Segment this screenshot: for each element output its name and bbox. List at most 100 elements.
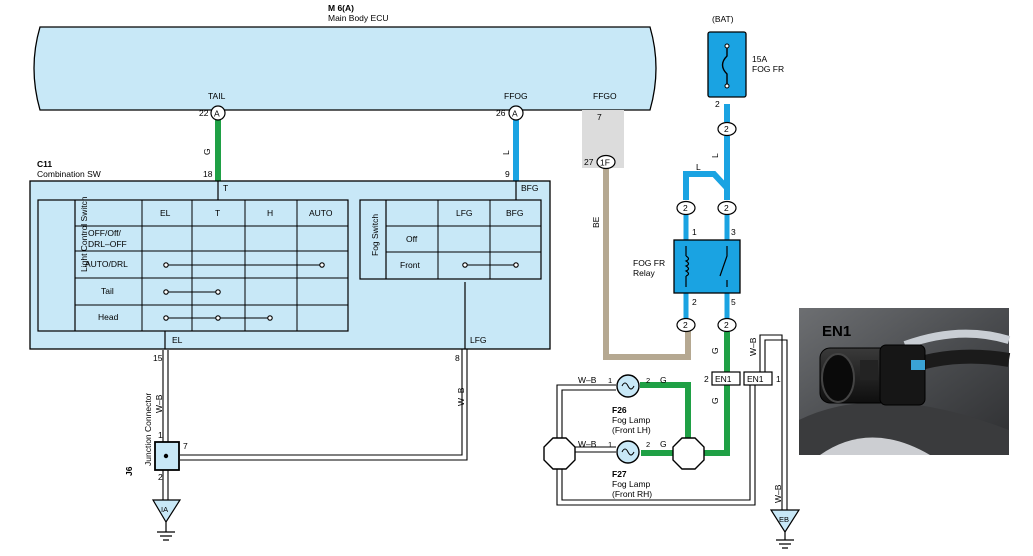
combo-sw-id: C11: [37, 159, 52, 169]
svg-text:L: L: [710, 153, 720, 158]
svg-text:F26: F26: [612, 405, 627, 415]
svg-text:Relay: Relay: [633, 268, 655, 278]
svg-text:G: G: [710, 347, 720, 354]
svg-text:W–B: W–B: [154, 394, 164, 413]
photo-label: EN1: [822, 323, 851, 340]
wire-g-lamp-lh: [640, 382, 691, 440]
svg-text:BFG: BFG: [521, 183, 538, 193]
svg-text:Off: Off: [406, 234, 418, 244]
svg-text:1: 1: [608, 440, 612, 449]
svg-text:1F: 1F: [600, 158, 610, 168]
svg-text:T: T: [223, 183, 228, 193]
svg-text:AUTO: AUTO: [309, 208, 333, 218]
wire-be-tan: [603, 168, 691, 360]
ecu-name: Main Body ECU: [328, 13, 388, 23]
ground-ia: IA: [151, 499, 182, 541]
svg-text:Fog Lamp: Fog Lamp: [612, 479, 651, 489]
svg-text:EN1: EN1: [747, 374, 764, 384]
svg-text:1: 1: [692, 227, 697, 237]
fog-switch-table: Fog Switch LFG BFG Off Front: [359, 199, 542, 280]
svg-text:W–B: W–B: [748, 337, 758, 356]
fuse-fog-fr: (BAT) 15A FOG FR 2: [707, 14, 784, 109]
svg-text:EB: EB: [779, 515, 789, 524]
svg-text:5: 5: [731, 297, 736, 307]
svg-text:A: A: [214, 109, 220, 119]
svg-text:27: 27: [584, 157, 594, 167]
wire-l-relay1: [683, 171, 730, 200]
svg-text:BFG: BFG: [506, 208, 523, 218]
svg-text:G: G: [660, 375, 667, 385]
wire-tail-green: [215, 120, 221, 182]
light-control-switch-table: Light Control Switch EL T H AUTO OFF/Off…: [37, 196, 349, 332]
svg-text:Fog Lamp: Fog Lamp: [612, 415, 651, 425]
svg-text:2: 2: [646, 376, 650, 385]
combo-sw-name: Combination SW: [37, 169, 101, 179]
svg-text:G: G: [660, 439, 667, 449]
svg-text:BE: BE: [591, 216, 601, 228]
combination-switch: C11 Combination SW 18 T 9 BFG 15 EL 8 LF…: [29, 159, 551, 363]
svg-text:2: 2: [715, 99, 720, 109]
svg-text:2: 2: [158, 472, 163, 482]
svg-text:DRL–OFF: DRL–OFF: [88, 239, 127, 249]
junction-connector-j6: 1 2 7 J6 Junction Connector W–B: [124, 393, 188, 482]
svg-text:7: 7: [183, 441, 188, 451]
svg-text:Light Control Switch: Light Control Switch: [79, 196, 89, 272]
relay-connectors: [676, 121, 737, 333]
svg-text:15: 15: [153, 353, 163, 363]
svg-text:9: 9: [505, 169, 510, 179]
svg-text:W–B: W–B: [456, 387, 466, 406]
ecu-connector-pins: A 22 A 26 7 1F 27: [199, 105, 616, 170]
svg-text:2: 2: [692, 297, 697, 307]
svg-text:W–B: W–B: [578, 439, 597, 449]
wire-g-en1-lamps: [703, 385, 730, 456]
svg-text:1: 1: [158, 430, 163, 440]
svg-text:2: 2: [646, 440, 650, 449]
svg-text:L: L: [501, 150, 511, 155]
svg-text:AUTO/DRL: AUTO/DRL: [85, 259, 128, 269]
svg-text:Head: Head: [98, 312, 119, 322]
en1-connectors: EN1 EN1 2 1: [704, 371, 781, 386]
svg-text:W–B: W–B: [773, 484, 783, 503]
ecu-pin-ffog-label: FFOG: [504, 91, 528, 101]
svg-text:8: 8: [455, 353, 460, 363]
svg-text:26: 26: [496, 108, 506, 118]
fog-lamp-lh: W–B 1 2 G F26 Fog Lamp (Front LH): [578, 374, 667, 435]
svg-text:2: 2: [724, 203, 729, 213]
svg-text:3: 3: [731, 227, 736, 237]
svg-text:15A: 15A: [752, 54, 767, 64]
svg-text:Fog Switch: Fog Switch: [370, 214, 380, 256]
svg-text:EL: EL: [160, 208, 171, 218]
fog-lamp-rh: W–B 1 2 G F27 Fog Lamp (Front RH): [578, 439, 667, 499]
svg-text:1: 1: [776, 374, 781, 384]
svg-text:18: 18: [203, 169, 213, 179]
wire-ffog-blue: [513, 120, 519, 182]
svg-text:2: 2: [683, 320, 688, 330]
svg-text:EN1: EN1: [715, 374, 732, 384]
svg-text:(Front RH): (Front RH): [612, 489, 652, 499]
svg-text:G: G: [710, 397, 720, 404]
svg-text:FOG FR: FOG FR: [752, 64, 784, 74]
splice-points: [543, 437, 705, 470]
svg-text:W–B: W–B: [578, 375, 597, 385]
svg-text:F27: F27: [612, 469, 627, 479]
svg-text:(BAT): (BAT): [712, 14, 734, 24]
svg-text:(Front LH): (Front LH): [612, 425, 651, 435]
svg-text:J6: J6: [124, 466, 134, 476]
en1-connector-photo: EN1: [799, 308, 1011, 455]
svg-text:H: H: [267, 208, 273, 218]
svg-text:L: L: [696, 162, 701, 172]
fog-fr-relay: FOG FR Relay 1 2 3 5: [633, 227, 741, 307]
ground-eb: EB: [769, 509, 801, 549]
svg-text:1: 1: [608, 376, 612, 385]
svg-text:Junction Connector: Junction Connector: [143, 393, 153, 466]
svg-text:Tail: Tail: [101, 286, 114, 296]
main-body-ecu: M 6(A) Main Body ECU: [33, 3, 657, 111]
svg-text:2: 2: [724, 124, 729, 134]
svg-text:OFF/Off/: OFF/Off/: [88, 228, 122, 238]
ecu-id: M 6(A): [328, 3, 354, 13]
svg-text:2: 2: [683, 203, 688, 213]
svg-text:A: A: [512, 109, 518, 119]
svg-text:FOG FR: FOG FR: [633, 258, 665, 268]
